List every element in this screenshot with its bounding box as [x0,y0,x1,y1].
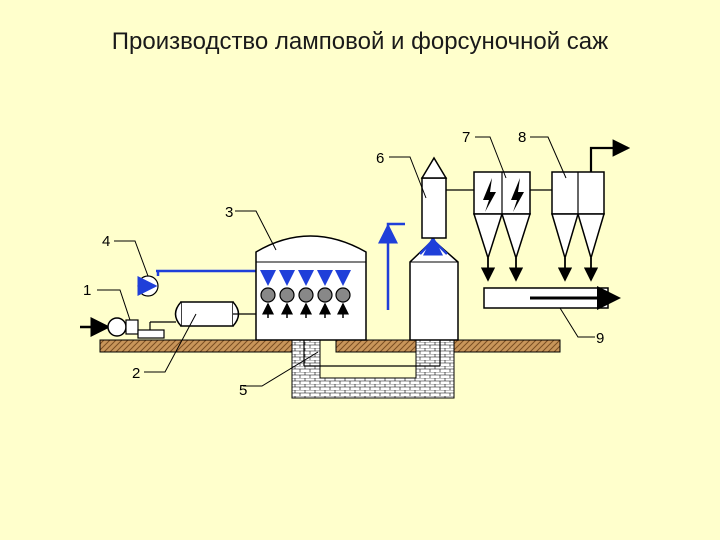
ground [99,339,561,353]
screw-conveyor [483,286,621,310]
feedstock-tank [174,301,256,327]
air-inlet-arrows [262,302,349,318]
label-4: 4 [102,233,110,250]
label-5: 5 [239,382,247,399]
lightning-icon [483,178,496,212]
electrofilter [472,171,532,282]
label-8: 8 [518,129,526,146]
label-6: 6 [376,150,384,167]
burner-feed-drops [260,270,351,286]
burner-lamps [260,287,351,303]
label-9: 9 [596,330,604,347]
diagram-title: Производство ламповой и форсуночной саж [111,28,609,55]
label-2: 2 [132,365,140,382]
label-7: 7 [462,129,470,146]
pump [107,317,176,339]
label-3: 3 [225,204,233,221]
cooler-tower [420,156,474,239]
cyclones [530,139,631,282]
label-1: 1 [83,282,91,299]
lightning-icon [511,178,524,212]
lamp-chamber [255,235,367,341]
furnace-shaft [409,238,459,341]
leader-lines [97,136,595,387]
blue-flue-line [378,222,448,310]
